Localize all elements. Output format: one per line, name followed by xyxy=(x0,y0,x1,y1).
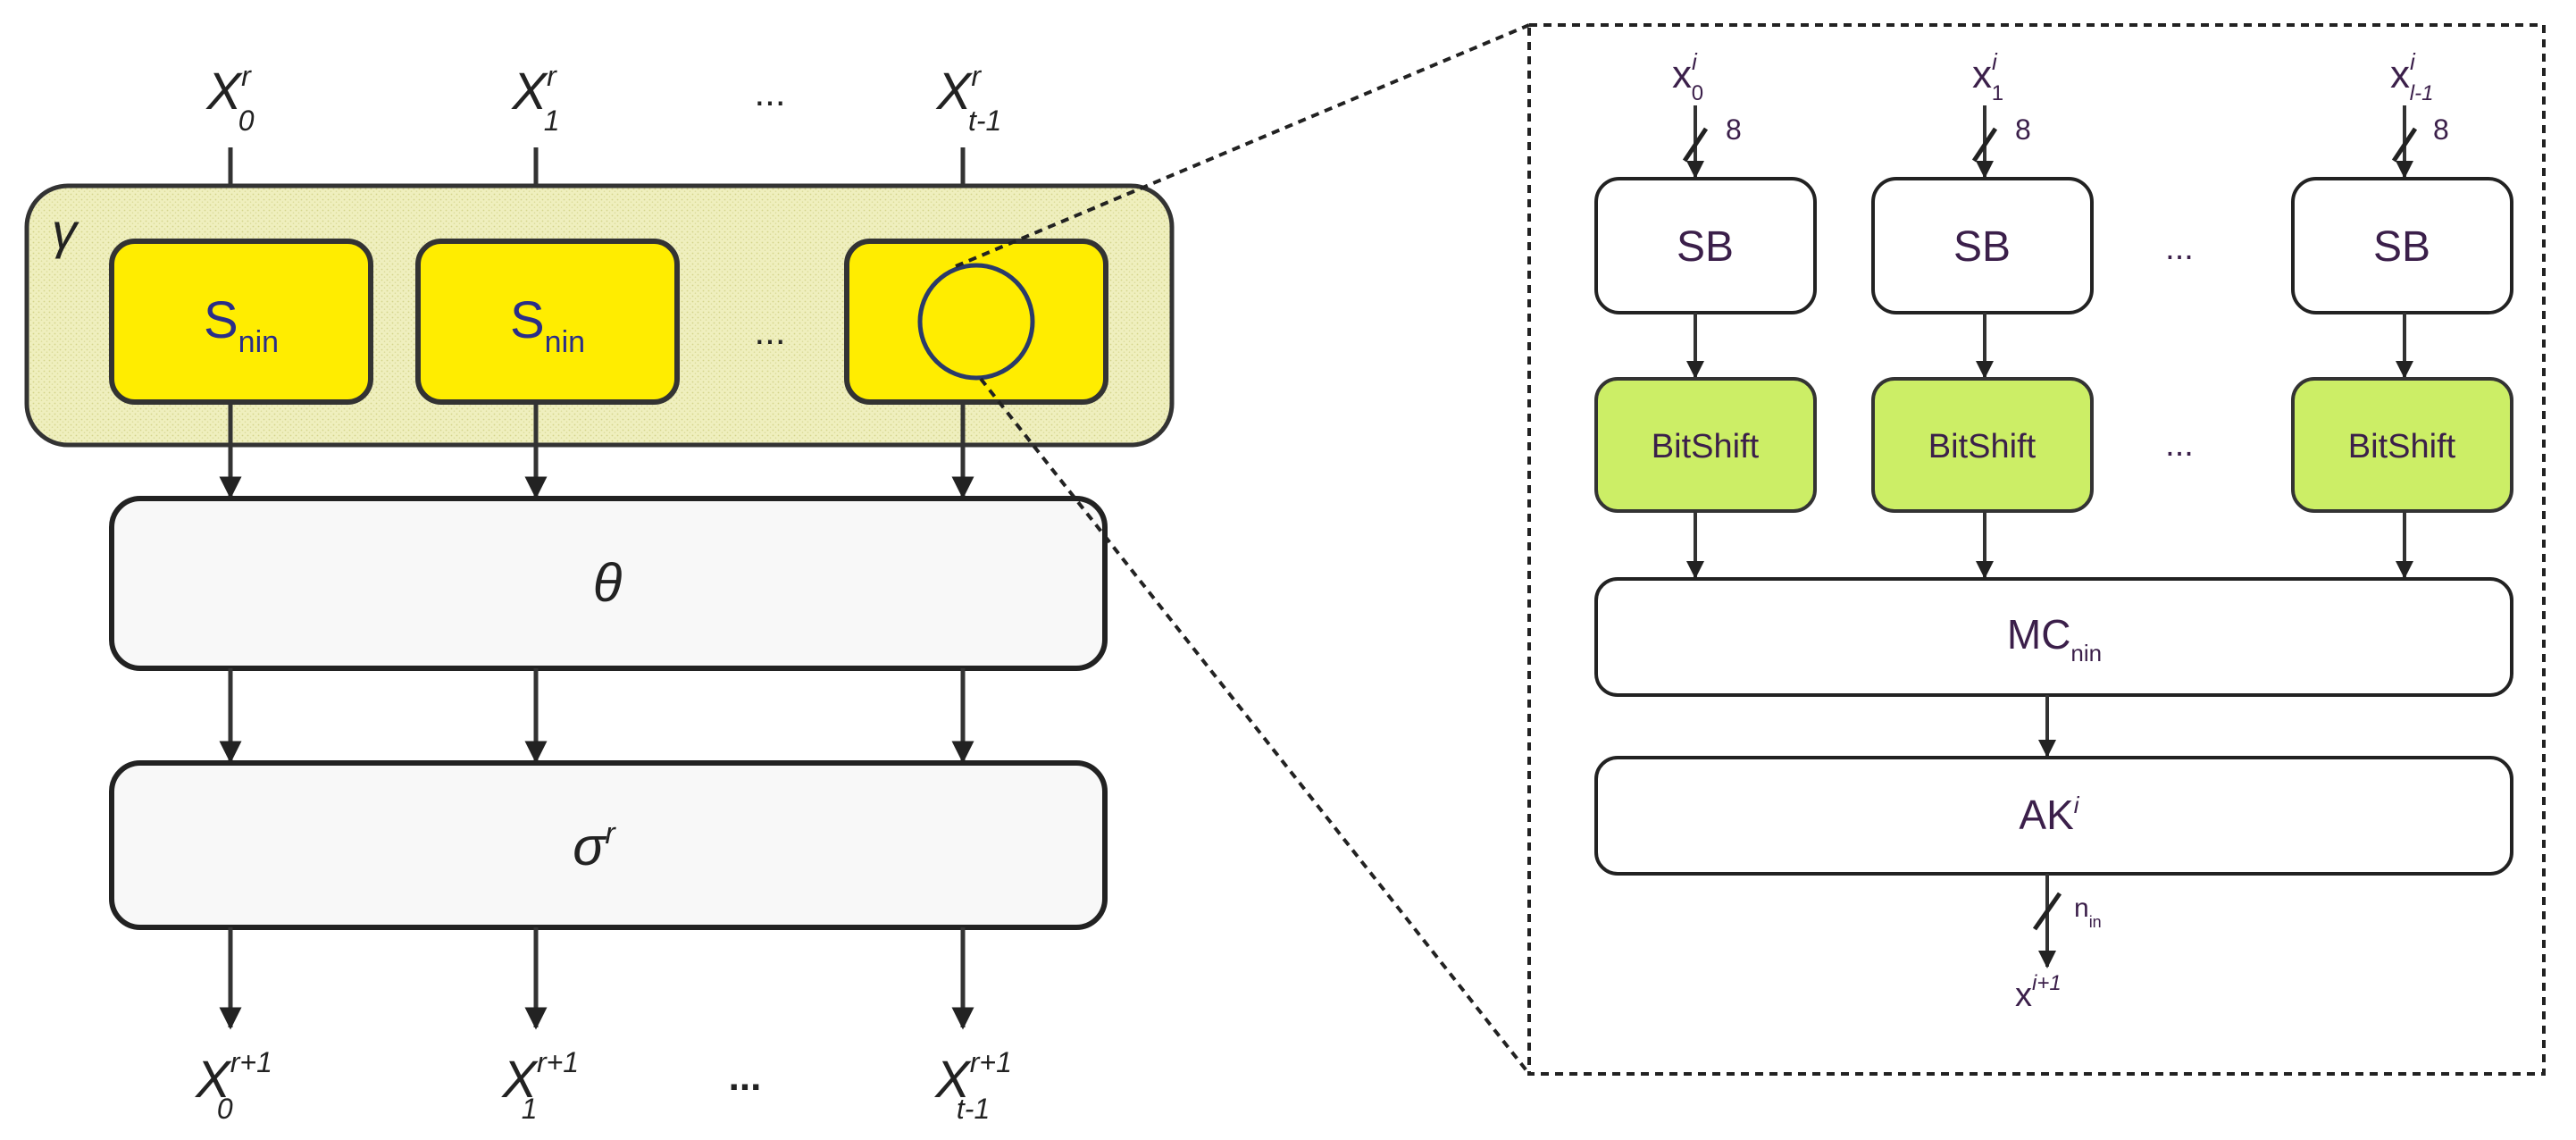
bus-tick-0 xyxy=(1682,127,1709,163)
mc-label: MCnin xyxy=(2007,611,2102,666)
bus-width-0: 8 xyxy=(1726,113,1742,146)
bitshift-ellipsis: ... xyxy=(2165,426,2194,464)
mc-box xyxy=(1594,577,2513,697)
sbox-0-label: Snin xyxy=(204,291,279,359)
sb-box-0-label: SB xyxy=(1677,223,1734,271)
sb-box-2-label: SB xyxy=(2373,223,2430,271)
input-ellipsis: ... xyxy=(754,71,785,113)
bus-tick-2 xyxy=(2391,127,2418,163)
sbox-0 xyxy=(109,239,373,405)
sbox-last xyxy=(844,239,1108,405)
bus-width-1: 8 xyxy=(2015,113,2031,146)
sigma-label: σr xyxy=(573,817,616,876)
bitshift-box-1-label: BitShift xyxy=(1928,428,2037,465)
out-bus-tick xyxy=(2032,892,2062,931)
sigma-layer xyxy=(109,760,1108,930)
gamma-label: γ xyxy=(52,203,79,259)
sb-ellipsis: ... xyxy=(2165,230,2194,267)
sb-box-1 xyxy=(1871,177,2094,314)
right-output-label: xi+1 xyxy=(2015,971,2062,1014)
bitshift-box-2-label: BitShift xyxy=(2348,428,2456,465)
zoom-circle xyxy=(917,263,1035,381)
bitshift-box-0-label: BitShift xyxy=(1652,428,1760,465)
sbox-1-label: Snin xyxy=(510,291,585,359)
ak-label: AKi xyxy=(2019,792,2079,838)
bitshift-box-0 xyxy=(1594,377,1817,513)
bitshift-box-1 xyxy=(1871,377,2094,513)
sb-box-2 xyxy=(2291,177,2513,314)
sbox-ellipsis: ... xyxy=(754,310,785,352)
bus-width-2: 8 xyxy=(2433,113,2449,146)
out-bus-label: nin xyxy=(2074,893,2102,931)
theta-label: θ xyxy=(593,553,623,613)
bus-tick-1 xyxy=(1971,127,1998,163)
sb-box-1-label: SB xyxy=(1953,223,2011,271)
bitshift-box-2 xyxy=(2291,377,2513,513)
zoom-line-bottom xyxy=(979,377,1531,1076)
sbox-1 xyxy=(415,239,680,405)
sb-box-0 xyxy=(1594,177,1817,314)
theta-layer xyxy=(109,496,1108,671)
output-ellipsis: ... xyxy=(729,1055,762,1099)
ak-box xyxy=(1594,756,2513,876)
zoom-line-top xyxy=(955,23,1530,268)
